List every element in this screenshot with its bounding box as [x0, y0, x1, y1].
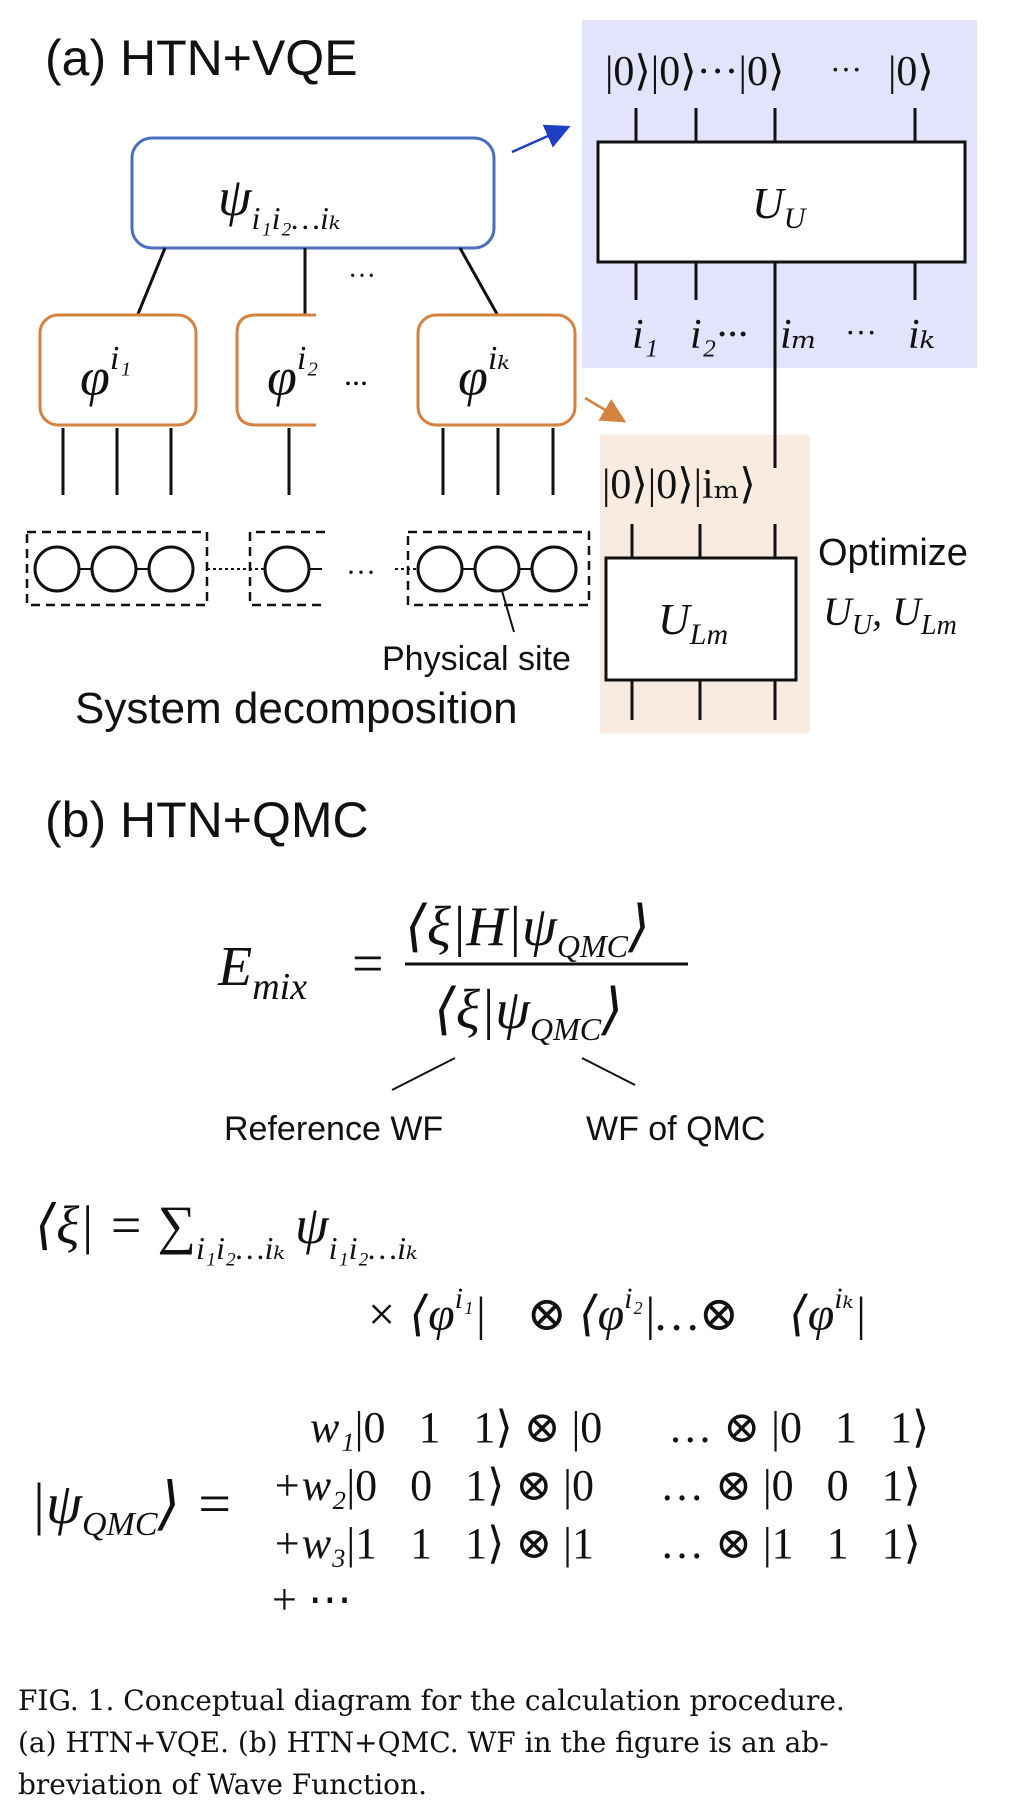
optimize-label: Optimize	[818, 532, 968, 574]
system-ellipsis: ···	[346, 556, 376, 589]
physical-sites	[33, 545, 578, 593]
orange-arrow	[584, 396, 627, 423]
figure-caption: FIG. 1. Conceptual diagram for the calcu…	[18, 1680, 1003, 1806]
caption-line-1: FIG. 1. Conceptual diagram for the calcu…	[18, 1684, 845, 1717]
bond-line	[458, 247, 499, 315]
bond-line	[136, 247, 167, 315]
physical-site-pointer	[501, 590, 515, 633]
sub-tensor-label-1: φi₁	[80, 340, 131, 407]
sub-tensor-box-1	[38, 313, 198, 427]
sub-tensor-ellipsis: ...	[344, 356, 368, 392]
top-tensor-label: ψi₁i₂…iₖ	[218, 167, 341, 236]
qmc-row-2: +w₂|0 0 1⟩ ⊗ |0 … ⊗ |0 0 1⟩	[272, 1461, 921, 1510]
physical-legs	[61, 428, 555, 495]
emix-denominator: ⟨ξ|ψQMC⟩	[434, 979, 623, 1047]
qmc-wf-pointer	[581, 1057, 636, 1086]
blue-arrow	[511, 124, 571, 154]
upper-gate-box	[596, 140, 967, 264]
upper-output-ik: iₖ	[908, 312, 935, 358]
qmc-row-3: +w₃|1 1 1⟩ ⊗ |1 … ⊗ |1 1 1⟩	[272, 1519, 921, 1568]
upper-output-i1: i₁	[632, 312, 658, 358]
upper-output-wires	[634, 262, 917, 468]
lower-input-wires	[630, 524, 777, 558]
physical-site-label: Physical site	[382, 640, 571, 678]
lower-output-wires	[630, 680, 777, 720]
sub-tensor-box-k	[416, 313, 577, 427]
system-decomposition-label: System decomposition	[75, 684, 518, 733]
optimize-targets: UU, ULm	[823, 589, 957, 641]
upper-output-i2: i₂···	[690, 312, 748, 358]
qmc-row-4: + ⋯	[272, 1575, 352, 1624]
qmc-wf-label: WF of QMC	[586, 1110, 765, 1148]
sub-tensor-box-2	[235, 313, 316, 427]
xi-tensor-product: × ⟨φi₁|⊗ ⟨φi₂|…⊗⟨φiₖ|	[365, 1282, 867, 1341]
emix-numerator: ⟨ξ|H|ψQMC⟩	[405, 896, 650, 964]
qmc-expansion: w₁|0 1 1⟩ ⊗ |0 … ⊗ |0 1 1⟩ +w₂|0 0 1⟩ ⊗ …	[272, 1403, 929, 1624]
sub-tensor-label-k: φiₖ	[458, 340, 510, 407]
ref-wf-pointer	[391, 1057, 456, 1091]
panel-a-title: (a) HTN+VQE	[45, 30, 358, 86]
caption-line-2: (a) HTN+VQE. (b) HTN+QMC. WF in the figu…	[18, 1726, 829, 1759]
upper-inputs-left: |0⟩|0⟩···|0⟩	[605, 49, 784, 95]
upper-inputs-ellipsis: ···	[830, 51, 862, 87]
upper-output-im: iₘ	[780, 312, 817, 358]
figure-canvas: (a) HTN+VQE ψi₁i₂…iₖ ··· φi₁ φi₂ ... φiₖ	[25, 20, 977, 1624]
bond-ellipsis: ···	[348, 261, 376, 292]
upper-input-wires	[634, 108, 917, 142]
lower-gate-box	[604, 556, 798, 682]
emix-lhs: Emix	[217, 936, 307, 1008]
lower-gate-label: ULm	[658, 595, 728, 651]
qmc-row-1: w₁|0 1 1⟩ ⊗ |0 … ⊗ |0 1 1⟩	[310, 1403, 929, 1452]
upper-gate-label: UU	[752, 179, 808, 235]
upper-output-ellipsis: ···	[845, 314, 877, 350]
caption-line-3: breviation of Wave Function.	[18, 1768, 427, 1801]
upper-inputs-right: |0⟩	[888, 49, 934, 95]
sub-tensor-label-2: φi₂	[267, 340, 318, 407]
panel-b-title: (b) HTN+QMC	[45, 792, 369, 848]
qmc-state-lhs: |ψQMC⟩ =	[30, 1471, 234, 1543]
top-tensor-box	[130, 136, 496, 250]
reference-wf-label: Reference WF	[224, 1110, 443, 1148]
emix-equals: =	[352, 933, 384, 995]
lower-inputs: |0⟩|0⟩|iₘ⟩	[602, 462, 756, 508]
